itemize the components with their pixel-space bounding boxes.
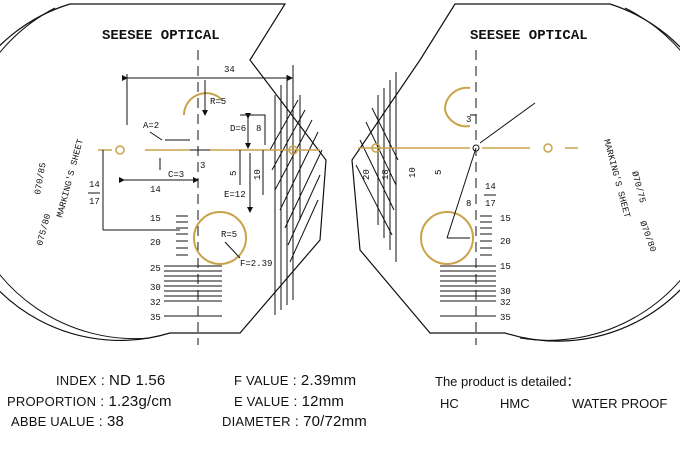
left-scale-30: 30 (150, 283, 161, 293)
right-dim-20-label: 20 (362, 169, 372, 180)
spec-proportion-label: PROPORTION (7, 394, 97, 409)
spec-index-value: ND 1.56 (109, 372, 166, 389)
left-prism-circle (115, 145, 125, 155)
left-lens-outline (0, 3, 327, 341)
dim-r-bottom-label: R=5 (221, 230, 237, 240)
right-dim-5-label: 5 (434, 170, 444, 175)
right-scale-32: 32 (500, 298, 511, 308)
left-scale-25: 25 (150, 264, 161, 274)
right-top-arc (443, 86, 471, 128)
right-dim-8-label: 8 (466, 199, 471, 209)
spec-index-label: INDEX (56, 373, 97, 388)
dim-f-label: F=2.39 (240, 259, 272, 269)
dim-8-label: 8 (256, 124, 261, 134)
dim-r-top-label: R=5 (210, 97, 226, 107)
right-sheet-label: MARKING'S SHEET (601, 138, 632, 219)
left-scale-35: 35 (150, 313, 161, 323)
spec-proportion-value: 1.23g/cm (108, 393, 172, 410)
right-dim-14-label: 14 (485, 182, 496, 192)
left-bottom-circle (193, 211, 247, 265)
left-lens-hatch (269, 65, 323, 315)
dim-5-label: 5 (229, 171, 239, 176)
left-lens (0, 3, 327, 345)
right-diam-inner: Ø70/75 (629, 170, 647, 204)
left-top-arc (183, 92, 223, 116)
right-nasal-circle (371, 143, 381, 153)
left-diam-outer: 075/80 (35, 213, 53, 247)
dim-34-label: 34 (224, 65, 235, 75)
dim-14b-label: 14 (150, 185, 161, 195)
right-scale-30: 30 (500, 287, 511, 297)
right-leader (479, 102, 536, 144)
left-diam-inner: 070/85 (33, 162, 48, 196)
feature-hmc: HMC (500, 396, 530, 411)
right-diam-outer: Ø70/80 (637, 220, 657, 254)
right-brand: SEESEE OPTICAL (470, 28, 588, 44)
right-dim-17-label: 17 (485, 199, 496, 209)
left-scale-15: 15 (150, 214, 161, 224)
dim-17-label: 17 (89, 197, 100, 207)
left-lens-outer-arc (0, 7, 151, 340)
spec-f: F VALUE : 2.39mm (234, 372, 357, 389)
right-scale-15b: 15 (500, 262, 511, 272)
spec-e: E VALUE : 12mm (234, 393, 345, 410)
spec-f-label: F VALUE (234, 373, 289, 388)
right-diagonal (446, 147, 477, 239)
right-scale-15: 15 (500, 214, 511, 224)
left-scale-20: 20 (150, 238, 161, 248)
dim-f-leader (224, 241, 241, 259)
spec-index: INDEX : ND 1.56 (56, 372, 166, 389)
right-bottom-circle (420, 211, 474, 265)
right-lens (351, 3, 680, 345)
spec-abbe: ABBE UALUE : 38 (11, 413, 125, 430)
left-sheet-label: MARKING'S SHEET (55, 137, 86, 218)
right-prism-circle (543, 143, 553, 153)
left-scale-32: 32 (150, 298, 161, 308)
dim-14a-label: 14 (89, 180, 100, 190)
right-dim-18-label: 18 (381, 169, 391, 180)
spec-diameter: DIAMETER : 70/72mm (222, 413, 367, 430)
left-brand: SEESEE OPTICAL (102, 28, 220, 44)
spec-abbe-value: 38 (106, 413, 125, 430)
spec-f-value: 2.39mm (300, 372, 357, 389)
right-dim-10-label: 10 (408, 167, 418, 178)
feature-water-proof: WATER PROOF (572, 396, 668, 411)
spec-diameter-label: DIAMETER (222, 414, 291, 429)
dim-a-leader (149, 131, 163, 141)
left-scale-ladder (164, 215, 222, 317)
feature-hc: HC (440, 396, 459, 411)
right-scale-ladder (440, 215, 496, 317)
spec-proportion: PROPORTION : 1.23g/cm (7, 393, 172, 410)
right-lens-hatch (355, 72, 399, 262)
left-nasal-circle (288, 145, 298, 155)
dim-c-label: C=3 (168, 170, 184, 180)
right-dim-3-label: 3 (466, 115, 471, 125)
right-scale-20: 20 (500, 237, 511, 247)
spec-diameter-value: 70/72mm (303, 413, 367, 430)
dim-10-label: 10 (253, 169, 263, 180)
right-scale-35: 35 (500, 313, 511, 323)
dim-a-label: A=2 (143, 121, 159, 131)
spec-abbe-label: ABBE UALUE (11, 414, 95, 429)
lens-marking-diagram: SEESEE OPTICAL SEESEE OPTICAL MARKING'S … (0, 3, 680, 345)
right-lens-outer-arc (519, 7, 680, 341)
dim-d-label: D=6 (230, 124, 246, 134)
spec-e-label: E VALUE (234, 394, 290, 409)
dim-3-label: 3 (200, 161, 205, 171)
features-heading: The product is detailed： (435, 374, 580, 389)
spec-e-value: 12mm (301, 393, 345, 410)
dim-e-label: E=12 (224, 190, 246, 200)
